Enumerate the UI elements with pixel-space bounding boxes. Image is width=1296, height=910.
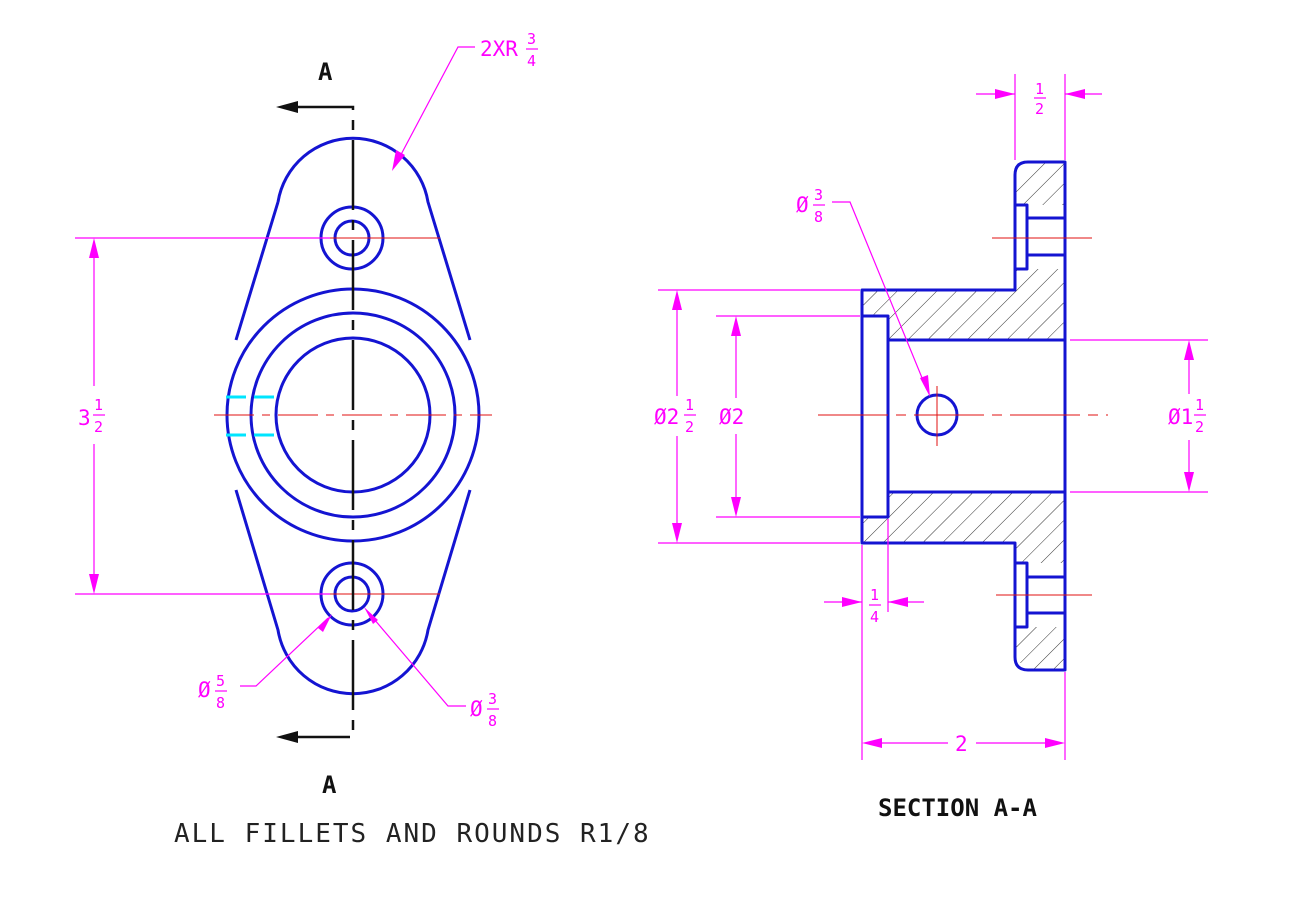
top-width-den: 2 — [1035, 100, 1044, 118]
overall-length-label: 2 — [955, 732, 968, 756]
fillet-callout: 2XR — [480, 37, 518, 61]
front-view: A A 2XR 3 4 3 1 2 Ø 5 8 Ø 3 8 ALL — [75, 30, 651, 849]
cbore-num: 5 — [216, 672, 225, 690]
top-width-num: 1 — [1035, 80, 1044, 98]
outer-dia-label: Ø2 — [654, 405, 679, 429]
hole-num: 3 — [488, 690, 497, 708]
hatched-region-upper — [862, 162, 1065, 340]
cross-hole-den: 8 — [814, 208, 823, 226]
outer-dia-den: 2 — [685, 418, 694, 436]
cbore-prefix: Ø — [198, 678, 211, 702]
cutting-plane-arrow — [276, 731, 298, 743]
hole-prefix: Ø — [470, 697, 483, 721]
section-outline — [860, 160, 1067, 672]
counterbore-dia-label: Ø2 — [719, 405, 744, 429]
leader-line — [240, 617, 329, 687]
hole-spacing-whole: 3 — [78, 406, 91, 430]
section-view: 1 2 Ø 3 8 Ø2 1 2 Ø2 Ø1 — [654, 74, 1208, 822]
cbore-den: 8 — [216, 694, 225, 712]
leader-line — [367, 611, 466, 707]
leader-line — [395, 46, 475, 165]
bore-dia-den: 2 — [1195, 418, 1204, 436]
outer-dia-num: 1 — [685, 396, 694, 414]
counterbore-recess — [860, 314, 890, 519]
cross-hole-num: 3 — [814, 186, 823, 204]
section-title: SECTION A-A — [878, 794, 1037, 822]
hatched-region-lower — [862, 492, 1065, 670]
leader-arrow — [392, 150, 405, 171]
cross-hole-prefix: Ø — [796, 193, 809, 217]
general-note: ALL FILLETS AND ROUNDS R1/8 — [174, 819, 651, 849]
bore-dia-label: Ø1 — [1168, 405, 1193, 429]
cutting-plane-line — [286, 105, 355, 739]
recess-num: 1 — [870, 586, 879, 604]
recess-den: 4 — [870, 608, 879, 626]
fillet-den: 4 — [527, 52, 536, 70]
leader-line — [832, 201, 928, 391]
bore-dia-num: 1 — [1195, 396, 1204, 414]
hole-spacing-den: 2 — [94, 418, 103, 436]
bolt-hole-upper — [1015, 203, 1065, 271]
section-label-bottom: A — [322, 771, 337, 799]
hole-den: 8 — [488, 712, 497, 730]
fillet-num: 3 — [527, 30, 536, 48]
cutting-plane-arrow — [276, 101, 298, 113]
bolt-hole-lower — [1015, 561, 1065, 629]
hole-spacing-num: 1 — [94, 396, 103, 414]
section-label-top: A — [318, 58, 333, 86]
